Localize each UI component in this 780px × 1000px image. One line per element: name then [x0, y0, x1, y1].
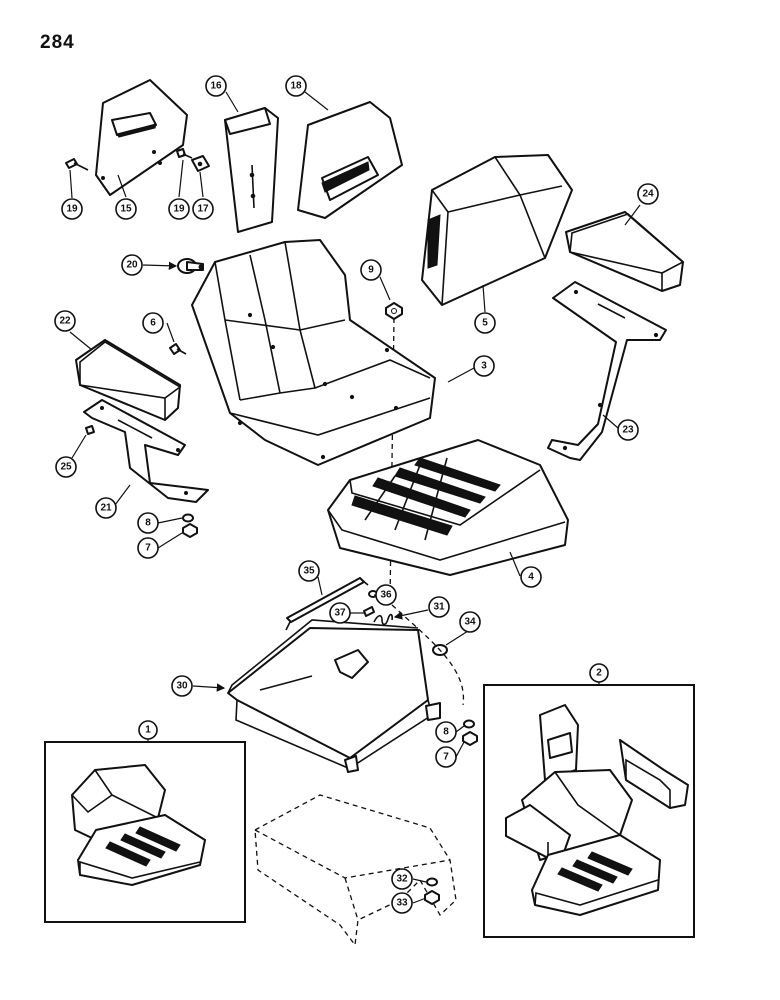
part-32-washer — [426, 877, 438, 887]
callout-18: 18 — [285, 75, 307, 97]
svg-text:8: 8 — [145, 518, 151, 529]
part-6-screw — [169, 343, 187, 355]
svg-text:16: 16 — [210, 81, 222, 92]
svg-text:8: 8 — [443, 727, 449, 738]
callout-leaders — [69, 91, 641, 904]
optional-sub-frame-dashed — [254, 794, 457, 947]
part-8-washer-left — [182, 513, 194, 523]
callout-36: 36 — [375, 584, 397, 606]
svg-text:6: 6 — [150, 318, 156, 329]
svg-text:2: 2 — [596, 668, 602, 679]
svg-text:19: 19 — [173, 204, 185, 215]
part-31-spring — [373, 613, 393, 626]
inset-1-seat-illustration — [71, 764, 206, 886]
svg-text:1: 1 — [145, 725, 151, 736]
callout-31: 31 — [428, 596, 450, 618]
part-23-right-armrest-bracket — [547, 281, 667, 461]
part-19-bolt-right — [176, 148, 193, 159]
part-4-seat-cushion — [327, 439, 569, 576]
svg-text:21: 21 — [100, 503, 112, 514]
svg-text:36: 36 — [380, 590, 392, 601]
page-number: 284 — [40, 32, 75, 53]
svg-text:25: 25 — [60, 462, 72, 473]
callout-2: 2 — [589, 663, 609, 683]
callout-6: 6 — [142, 312, 164, 334]
callout-17: 17 — [192, 198, 214, 220]
part-15-side-panel — [95, 79, 188, 196]
callout-33: 33 — [391, 892, 413, 914]
svg-text:5: 5 — [482, 318, 488, 329]
callout-25: 25 — [55, 456, 77, 478]
svg-text:3: 3 — [481, 361, 487, 372]
part-35-rod — [285, 577, 369, 631]
svg-text:15: 15 — [120, 204, 132, 215]
callout-1: 1 — [138, 720, 158, 740]
svg-text:32: 32 — [396, 874, 408, 885]
callout-24: 24 — [637, 183, 659, 205]
part-18-high-back — [297, 101, 403, 219]
part-3-seat-pan — [191, 239, 436, 466]
svg-text:20: 20 — [126, 260, 138, 271]
part-33-nut — [424, 890, 440, 905]
svg-text:23: 23 — [622, 425, 634, 436]
callout-8b: 8 — [435, 721, 457, 743]
svg-text:4: 4 — [528, 572, 534, 583]
callout-37: 37 — [329, 602, 351, 624]
part-7-nut-left — [182, 523, 198, 538]
callout-35: 35 — [298, 560, 320, 582]
inset-2-seat-illustration — [505, 704, 689, 916]
part-30-seat-base — [227, 619, 441, 773]
callout-20: 20 — [121, 254, 143, 276]
part-7-nut-right — [462, 731, 478, 746]
callout-16: 16 — [205, 75, 227, 97]
part-21-left-armrest-bracket — [83, 399, 209, 503]
svg-text:19: 19 — [66, 204, 78, 215]
inset-box-1 — [44, 741, 246, 923]
svg-text:9: 9 — [368, 265, 374, 276]
svg-text:22: 22 — [59, 316, 71, 327]
svg-text:7: 7 — [443, 752, 449, 763]
svg-text:17: 17 — [197, 204, 209, 215]
part-25-screw — [85, 425, 95, 435]
callout-3: 3 — [473, 355, 495, 377]
callout-4: 4 — [520, 566, 542, 588]
part-37-pin — [363, 606, 375, 617]
svg-text:33: 33 — [396, 898, 408, 909]
part-17-clip — [191, 155, 210, 172]
callout-21: 21 — [95, 497, 117, 519]
part-19-bolt-left — [65, 158, 89, 171]
part-20-knob — [177, 258, 204, 274]
part-8-washer-right — [463, 719, 475, 729]
svg-text:18: 18 — [290, 81, 302, 92]
callout-34: 34 — [459, 611, 481, 633]
callout-15: 15 — [115, 198, 137, 220]
callout-7b: 7 — [435, 746, 457, 768]
part-22-left-armrest-pad — [75, 339, 182, 421]
svg-text:30: 30 — [176, 681, 188, 692]
callout-30: 30 — [171, 675, 193, 697]
callout-9: 9 — [360, 259, 382, 281]
callout-32: 32 — [391, 868, 413, 890]
callout-22: 22 — [54, 310, 76, 332]
part-16-support-plate — [224, 107, 279, 233]
part-9-nut — [385, 302, 403, 320]
callout-7a: 7 — [137, 537, 159, 559]
part-5-backrest-cushion — [421, 154, 573, 306]
svg-text:24: 24 — [642, 189, 654, 200]
callout-23: 23 — [617, 419, 639, 441]
svg-text:7: 7 — [145, 543, 151, 554]
callout-8a: 8 — [137, 512, 159, 534]
inset-box-2 — [483, 684, 695, 938]
callout-19b: 19 — [168, 198, 190, 220]
svg-text:37: 37 — [334, 608, 346, 619]
svg-text:34: 34 — [464, 617, 476, 628]
part-24-right-armrest-pad — [565, 211, 685, 292]
svg-text:31: 31 — [433, 602, 445, 613]
callout-19a: 19 — [61, 198, 83, 220]
svg-text:35: 35 — [303, 566, 315, 577]
callout-5: 5 — [474, 312, 496, 334]
